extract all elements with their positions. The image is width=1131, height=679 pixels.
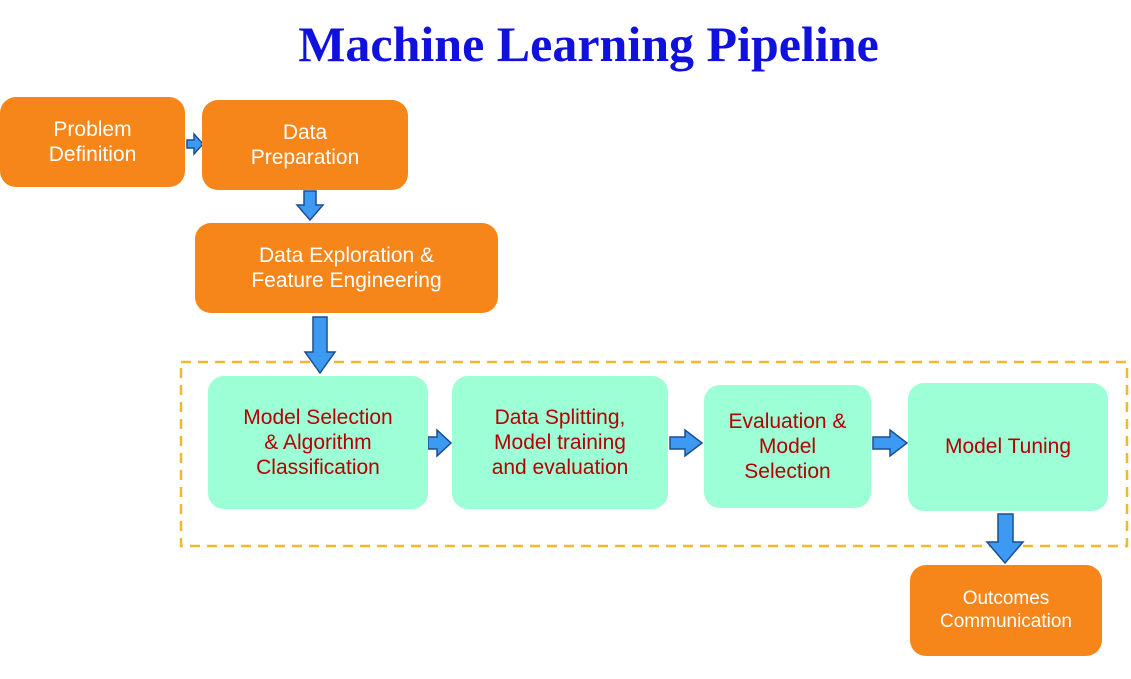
step-evaluation-selection: Evaluation & Model Selection <box>704 385 871 508</box>
step-data-exploration: Data Exploration & Feature Engineering <box>195 223 498 313</box>
arrow-icon-modelsel-to-split <box>427 428 453 458</box>
step-data-splitting: Data Splitting, Model training and evalu… <box>452 376 668 509</box>
diagram-title: Machine Learning Pipeline <box>298 16 879 72</box>
arrow-icon-problem-to-prep <box>186 132 205 156</box>
step-model-tuning: Model Tuning <box>908 383 1108 511</box>
arrow-icon-split-to-eval <box>669 428 704 458</box>
arrow-icon-tuning-to-outcomes <box>985 513 1025 565</box>
step-model-selection: Model Selection & Algorithm Classificati… <box>208 376 428 509</box>
arrow-icon-prep-to-explore <box>295 190 325 222</box>
step-data-preparation: Data Preparation <box>202 100 408 190</box>
step-problem-definition: Problem Definition <box>0 97 185 187</box>
arrow-icon-explore-to-modelsel <box>303 316 337 375</box>
step-outcomes-communication: Outcomes Communication <box>910 565 1102 656</box>
arrow-icon-eval-to-tuning <box>872 428 909 458</box>
modeling-group-border <box>179 360 1129 548</box>
